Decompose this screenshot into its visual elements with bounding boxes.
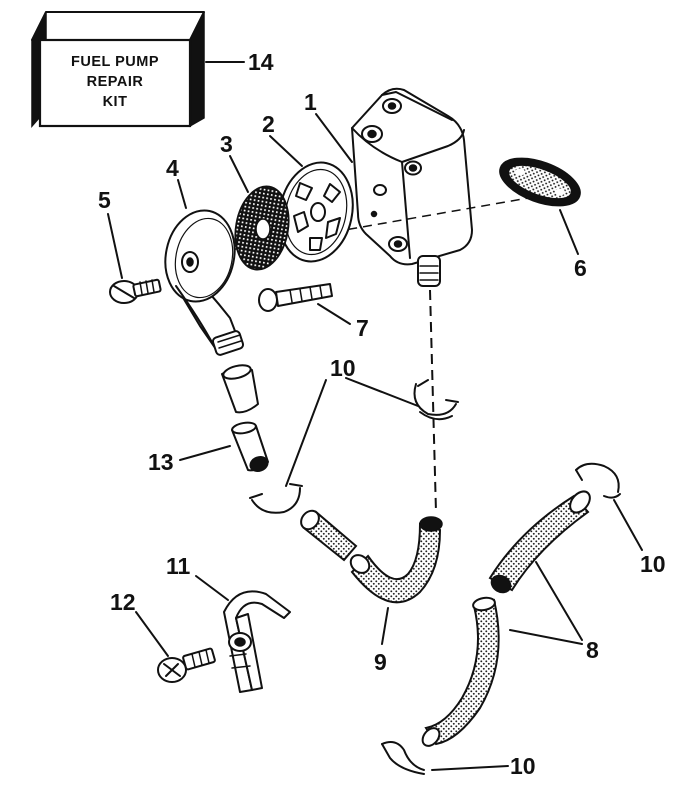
kit-label-line3: KIT — [103, 94, 128, 110]
long-mounting-screw — [258, 283, 333, 312]
callout-13: 13 — [148, 449, 174, 475]
leader-line-7 — [317, 303, 351, 325]
bracket-screw — [157, 647, 216, 683]
cover-screw — [109, 278, 162, 304]
callout-10-bottom: 10 — [510, 753, 536, 779]
leader-line-12 — [135, 611, 169, 657]
kit-label-line2: REPAIR — [87, 74, 144, 90]
long-hose-lower — [421, 596, 500, 747]
leader-line-3 — [229, 155, 249, 193]
callout-1: 1 — [304, 89, 317, 115]
hose-clamp-bracket — [223, 590, 291, 693]
filter-screen — [234, 185, 290, 271]
callout-7: 7 — [356, 315, 369, 341]
long-hose-upper — [488, 490, 591, 594]
callout-14: 14 — [248, 49, 274, 75]
kit-label-line1: FUEL PUMP — [71, 54, 159, 70]
callout-3: 3 — [220, 131, 233, 157]
cover-gasket — [499, 157, 581, 207]
hose-clip-right — [575, 462, 621, 499]
callout-4: 4 — [166, 155, 179, 181]
leader-line-13 — [179, 445, 231, 461]
leader-line-6 — [559, 209, 579, 255]
callout-10-right: 10 — [640, 551, 666, 577]
callout-9: 9 — [374, 649, 387, 675]
hose-clip-bottom — [381, 741, 425, 775]
assembly-axis-outlet — [429, 289, 437, 513]
leader-line-11 — [195, 575, 229, 601]
hose-clip-middle — [249, 483, 303, 514]
leader-line-10c — [431, 765, 509, 771]
pump-cover-with-fitting — [164, 209, 245, 356]
leader-line-8-upper — [535, 561, 583, 641]
callout-2: 2 — [262, 111, 275, 137]
leader-line-10a-to-clip-middle — [285, 379, 327, 487]
repair-kit-box: FUEL PUMP REPAIR KIT — [31, 11, 205, 128]
short-hose-lower — [231, 421, 269, 473]
diaphragm-plate — [278, 161, 354, 263]
leader-line-2 — [269, 135, 303, 167]
leader-line-5 — [107, 213, 123, 279]
leader-line-10a-to-clip-upper — [345, 377, 419, 407]
pump-body — [351, 87, 473, 287]
callout-11: 11 — [166, 553, 191, 579]
callout-6: 6 — [574, 255, 587, 281]
hose-clip-upper — [413, 379, 459, 421]
leader-line-9 — [381, 607, 389, 645]
short-hose-upper — [221, 364, 259, 414]
leader-line-1 — [315, 113, 353, 163]
leader-line-8-lower — [509, 629, 583, 645]
elbow-hose — [349, 516, 443, 604]
leader-line-10b — [613, 499, 643, 551]
callout-10-upper: 10 — [330, 355, 356, 381]
callout-5: 5 — [98, 187, 111, 213]
leader-line-4 — [177, 179, 187, 209]
callout-8: 8 — [586, 637, 599, 663]
hose-sleeve — [300, 509, 358, 562]
callout-12: 12 — [110, 589, 136, 615]
